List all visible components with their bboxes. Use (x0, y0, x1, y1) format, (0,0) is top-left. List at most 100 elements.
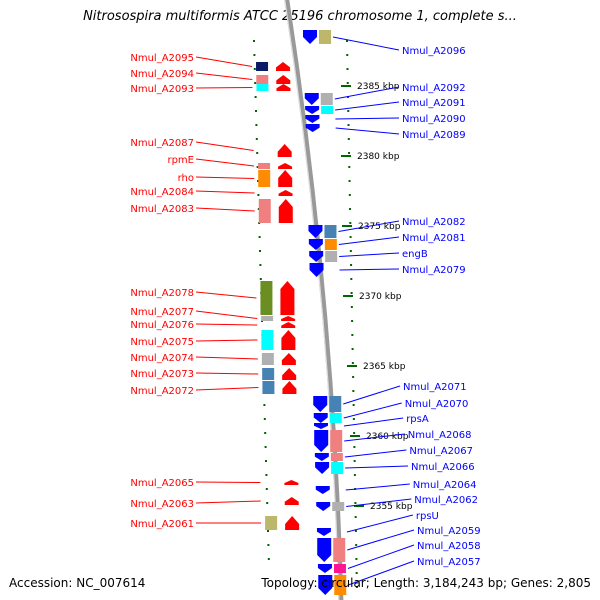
forward-gene-label: Nmul_A2061 (130, 519, 194, 530)
label-connector (347, 544, 415, 569)
reverse-gene-label: rpsU (416, 511, 439, 522)
cog-color-box (331, 462, 344, 474)
track-dot (348, 180, 351, 182)
label-connector (195, 339, 258, 342)
cog-color-box (258, 170, 271, 187)
track-dot (352, 376, 355, 378)
forward-gene-arrow (278, 190, 293, 196)
label-connector (195, 158, 255, 167)
cog-color-box (258, 199, 271, 223)
label-connector (334, 86, 400, 100)
cog-color-box (329, 396, 342, 412)
forward-gene-label: Nmul_A2065 (130, 478, 194, 489)
reverse-gene-label: engB (402, 249, 428, 260)
reverse-gene-arrow (314, 430, 329, 452)
cog-color-box (256, 62, 269, 71)
cog-color-box (329, 413, 342, 423)
track-dot (257, 194, 260, 196)
track-dot (266, 502, 269, 504)
cog-color-box (262, 381, 275, 394)
reverse-gene-label: Nmul_A2079 (402, 265, 466, 276)
label-connector (348, 560, 415, 586)
forward-gene-label: Nmul_A2087 (130, 138, 194, 149)
scale-label: 2380 kbp (357, 152, 400, 162)
reverse-gene-label: Nmul_A2071 (403, 382, 467, 393)
track-dot (265, 460, 267, 462)
reverse-gene-arrow (314, 453, 329, 461)
label-connector (195, 323, 258, 326)
track-dot (350, 292, 353, 294)
forward-gene-arrow (284, 497, 299, 505)
forward-gene-arrow (281, 322, 296, 328)
label-connector (346, 498, 412, 507)
scale-label: 2375 kbp (358, 222, 401, 232)
label-connector (195, 207, 255, 212)
track-dot (351, 320, 354, 322)
reverse-gene-arrow (305, 115, 320, 123)
reverse-gene-arrow (309, 251, 324, 262)
scale-tick (341, 155, 351, 157)
label-connector (343, 385, 401, 405)
cog-color-box (333, 538, 346, 562)
forward-gene-arrow (276, 84, 291, 91)
forward-gene-label: Nmul_A2073 (130, 369, 194, 380)
forward-gene-label: rho (178, 173, 194, 184)
track-dot (346, 82, 349, 84)
cog-color-box (334, 575, 347, 595)
reverse-gene-label: rpsA (406, 414, 429, 425)
chromosome-backbone (284, 0, 344, 600)
reverse-gene-arrow (313, 413, 328, 423)
label-connector (332, 36, 400, 51)
track-dot (256, 166, 259, 168)
reverse-gene-label: Nmul_A2058 (417, 541, 481, 552)
track-dot (265, 474, 268, 476)
forward-gene-arrow (276, 62, 291, 71)
forward-gene-arrow (281, 330, 296, 350)
reverse-gene-label: Nmul_A2070 (405, 399, 469, 410)
track-dot (267, 558, 270, 560)
label-connector (338, 236, 400, 245)
label-connector (195, 176, 255, 179)
scale-tick (343, 295, 353, 297)
forward-gene-label: Nmul_A2083 (130, 204, 194, 215)
track-dot (348, 166, 351, 168)
track-dot (253, 54, 256, 56)
cog-color-box (319, 30, 331, 44)
track-dot (355, 586, 358, 588)
cog-color-box (260, 281, 273, 315)
label-connector (195, 500, 261, 504)
forward-gene-arrow (281, 316, 296, 321)
forward-gene-label: Nmul_A2095 (130, 53, 194, 64)
track-dot (354, 502, 357, 504)
forward-gene-arrow (282, 381, 297, 394)
forward-gene-label: Nmul_A2063 (130, 499, 194, 510)
reverse-gene-label: Nmul_A2092 (402, 83, 466, 94)
cog-color-box (258, 163, 271, 169)
reverse-gene-label: Nmul_A2067 (409, 446, 473, 457)
track-dot (348, 194, 351, 196)
scale-tick (354, 505, 364, 507)
forward-gene-arrow (281, 353, 296, 365)
cog-color-box (256, 84, 269, 91)
forward-gene-arrow (276, 75, 291, 84)
scale-tick (347, 365, 357, 367)
reverse-gene-label: Nmul_A2066 (411, 462, 475, 473)
topology-text: Topology: circular; (261, 576, 370, 590)
label-connector (195, 72, 253, 80)
track-dot (352, 390, 355, 392)
cog-color-box (321, 106, 334, 114)
track-dot (263, 404, 266, 406)
reverse-gene-label: Nmul_A2090 (402, 114, 466, 125)
track-dot (350, 278, 353, 280)
track-dot (258, 236, 261, 238)
forward-gene-arrow (278, 199, 293, 223)
label-connector (195, 190, 255, 194)
track-dot (355, 558, 358, 560)
reverse-gene-arrow (314, 423, 329, 429)
cog-color-box (262, 368, 275, 380)
scale-label: 2360 kbp (366, 432, 409, 442)
forward-gene-label: Nmul_A2093 (130, 84, 194, 95)
cog-color-box (330, 430, 343, 452)
scale-label: 2370 kbp (359, 292, 402, 302)
track-dot (255, 138, 258, 140)
